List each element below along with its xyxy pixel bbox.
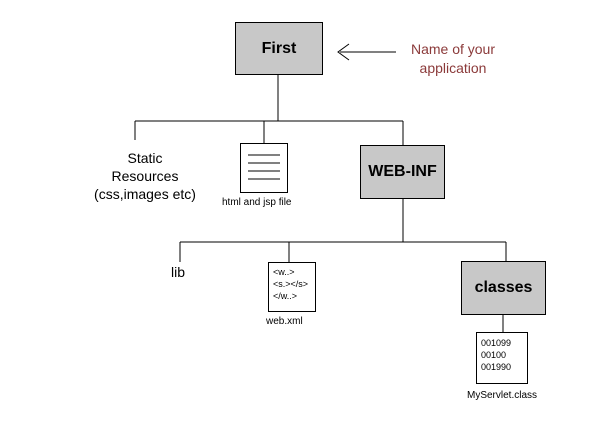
web-xml-line-3: </w..> <box>273 291 298 301</box>
html-jsp-document-icon <box>240 143 288 193</box>
class-file-caption: MyServlet.class <box>467 390 538 401</box>
static-line-2: Resources <box>111 168 179 184</box>
root-label: First <box>261 39 297 57</box>
class-file-document-icon: 001099 00100 001990 <box>476 332 528 384</box>
web-xml-document-icon: <w..> <s.></s> </w..> <box>268 262 316 312</box>
web-xml-line-1: <w..> <box>273 267 295 277</box>
text-lines-icon <box>248 154 280 180</box>
static-resources-label: Static Resources (css,images etc) <box>82 149 208 203</box>
classes-label: classes <box>474 279 533 296</box>
annotation-line-2: application <box>419 60 487 76</box>
web-xml-caption: web.xml <box>266 316 303 327</box>
arrow-icon <box>337 43 396 61</box>
static-line-1: Static <box>127 150 163 166</box>
class-file-line-2: 00100 <box>481 350 507 360</box>
annotation-text: Name of your application <box>398 40 508 78</box>
class-file-line-1: 001099 <box>481 338 512 348</box>
root-node-first: First <box>235 22 323 75</box>
classes-node: classes <box>461 261 546 315</box>
lib-label: lib <box>171 264 186 280</box>
annotation-line-1: Name of your <box>410 41 496 57</box>
web-inf-label: WEB-INF <box>368 163 437 180</box>
web-inf-node: WEB-INF <box>360 145 445 199</box>
class-file-line-3: 001990 <box>481 362 512 372</box>
web-xml-line-2: <s.></s> <box>273 279 309 289</box>
html-jsp-caption: html and jsp file <box>222 197 292 208</box>
static-line-3: (css,images etc) <box>94 186 196 202</box>
